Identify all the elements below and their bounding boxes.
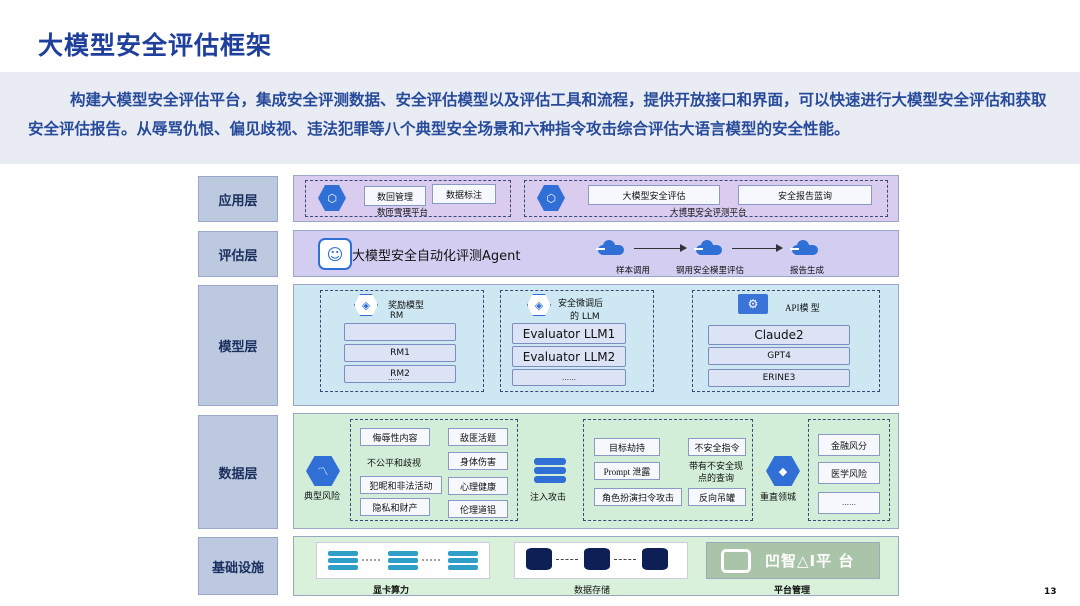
reward-model-rm1: RM1 (344, 344, 456, 362)
erine3-box: ERINE3 (708, 369, 850, 387)
eval-hex-icon: ⬡ (537, 185, 565, 211)
layer-label-data: 数据层 (198, 415, 278, 529)
eval-platform-group (524, 180, 888, 217)
finetuned-llm-group (500, 290, 654, 392)
layer-label-infra: 基础设施 (198, 537, 278, 595)
claude2-box: Claude2 (708, 325, 850, 345)
risk-mental: 心理健康 (448, 477, 508, 495)
risk-ethics: 伦理道铝 (448, 500, 508, 518)
layer-label-eval: 评估层 (198, 231, 278, 277)
layer-label-app: 应用层 (198, 176, 278, 222)
dotted-connector (614, 559, 636, 560)
risk-privacy: 隐私和财产 (360, 498, 430, 516)
flow-arrow (732, 244, 783, 252)
step-report-gen: 报告生成 (790, 266, 825, 276)
intro-panel (0, 72, 1080, 164)
finetuned-llm-title: 安全微调后 (558, 299, 604, 309)
risk-group (350, 419, 518, 521)
risk-sensitive: 敌匪活题 (448, 428, 508, 446)
intro-text: 构建大模型安全评估平台，集成安全评测数据、安全评估模型以及评估工具和流程，提供开… (28, 91, 1047, 138)
page-number: 13 (1044, 587, 1057, 597)
attack-label: 注入攻击 (530, 493, 567, 503)
data-platform-group (305, 180, 511, 217)
eval-platform-caption: 大博里安全评测平台 (670, 208, 747, 218)
cloud-icon (596, 240, 624, 255)
reward-model-more: …… (388, 374, 402, 382)
attack-goal-hijack: 目标劫持 (594, 438, 660, 456)
gear-icon: ⚙ (738, 294, 768, 314)
risk-insult: 侮辱性内容 (360, 428, 430, 446)
layers-stack-icon (534, 458, 566, 483)
agent-label: 大模型安全自动化评测Agent (352, 249, 521, 264)
attack-roleplay: 角色扮演扫令攻击 (594, 488, 682, 506)
domain-hex-icon: ◆ (766, 456, 800, 486)
reward-model-title: 奖励模型 (388, 301, 425, 311)
cloud-icon (694, 240, 722, 255)
risk-label: 典型风险 (304, 492, 341, 502)
infra-platform-label: 平台管理 (774, 586, 811, 596)
api-model-title: API模 型 (785, 303, 820, 313)
database-icon (584, 548, 610, 570)
reward-model-icon: ◈ (354, 294, 378, 316)
platform-panel: 凹智△Ⅰ平 台 (706, 542, 880, 579)
reward-model-rm2: RM2 (344, 365, 456, 383)
finetuned-llm-icon: ◈ (527, 294, 551, 316)
risk-physical: 身体伤害 (448, 452, 508, 470)
finetuned-llm-title2: 的 LLM (570, 312, 600, 322)
step-sample-call: 样本调用 (616, 266, 651, 276)
domain-group (808, 419, 890, 521)
reward-model-slot (344, 323, 456, 341)
attack-unsafe-query: 带有不安全现点的查询 (688, 462, 743, 484)
data-management-box: 数回管理 (364, 186, 426, 206)
reward-model-group (320, 290, 484, 392)
attack-reverse: 反向吊罐 (688, 488, 746, 506)
domain-label: 重直领城 (760, 493, 797, 503)
platform-logo-text: 凹智△Ⅰ平 台 (765, 552, 855, 570)
api-model-group (692, 290, 880, 392)
cloud-icon (790, 240, 818, 255)
evaluator-llm1-box: Evaluator LLM1 (512, 323, 626, 344)
attack-unsafe-instruction: 不安全指令 (688, 438, 746, 456)
infra-storage-label: 数据存储 (574, 586, 611, 596)
risk-crime: 犯昵和非法活动 (360, 476, 442, 494)
data-annotation-box: 数据标注 (432, 184, 496, 204)
data-platform-caption: 数匝雪理平台 (377, 208, 429, 218)
domain-more: …… (818, 492, 880, 514)
dotted-connector (556, 559, 578, 560)
step-model-eval: 钢用安全模里评估 (676, 266, 745, 276)
gpt4-box: GPT4 (708, 347, 850, 365)
page-title: 大模型安全评估框架 (38, 31, 273, 60)
database-icon (642, 548, 668, 570)
attack-prompt-leak: Prompt 泄露 (594, 462, 660, 480)
platform-logo-icon (721, 548, 751, 573)
flow-arrow (634, 244, 687, 252)
infra-gpu-label: 显卡算力 (373, 586, 410, 596)
layer-label-model: 模型层 (198, 285, 278, 406)
attack-group (583, 419, 753, 521)
security-eval-box: 大模型安全评估 (588, 185, 720, 205)
domain-finance: 金融风分 (818, 434, 880, 456)
finetuned-llm-more: …… (512, 369, 626, 386)
report-query-box: 安全报告蓝询 (738, 185, 872, 205)
reward-model-sub: RM (390, 311, 404, 321)
risk-unfair: 不公平和歧视 (367, 459, 422, 469)
agent-robot-icon: ☺ (318, 238, 352, 270)
domain-medical: 医学风险 (818, 462, 880, 484)
gpu-stack-icon (328, 551, 478, 570)
database-icon (526, 548, 552, 570)
evaluator-llm2-box: Evaluator LLM2 (512, 346, 626, 367)
